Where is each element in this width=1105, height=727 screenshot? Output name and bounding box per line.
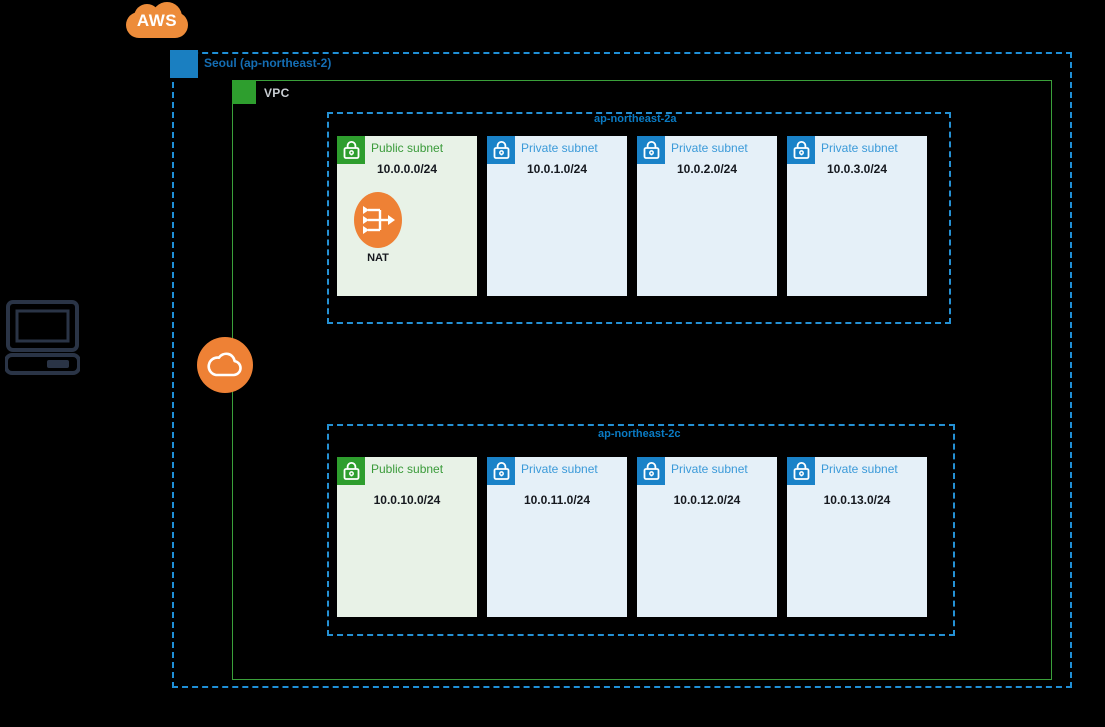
subnet-title: Private subnet — [821, 462, 898, 476]
region-label: Seoul (ap-northeast-2) — [204, 56, 332, 70]
availability-zone-ap-northeast-2a — [327, 112, 951, 324]
subnet-cidr: 10.0.0.0/24 — [376, 162, 438, 176]
subnet-private-10-0-2-0-24[interactable]: Private subnet 10.0.2.0/24 — [637, 136, 777, 296]
subnet-title: Public subnet — [371, 141, 444, 155]
lock-icon — [637, 457, 665, 485]
subnet-cidr: 10.0.3.0/24 — [826, 162, 888, 176]
subnet-private-10-0-13-0-24[interactable]: Private subnet 10.0.13.0/24 — [787, 457, 927, 617]
subnet-cidr: 10.0.2.0/24 — [676, 162, 738, 176]
vpc-label: VPC — [264, 86, 290, 100]
subnet-title: Private subnet — [521, 141, 598, 155]
nat-gateway[interactable]: NAT — [349, 192, 407, 264]
lock-icon — [337, 136, 365, 164]
aws-logo-text: AWS — [136, 11, 178, 30]
lock-icon — [637, 136, 665, 164]
lock-icon — [787, 136, 815, 164]
availability-zone-ap-northeast-2c — [327, 424, 955, 636]
lock-icon — [487, 457, 515, 485]
subnet-title: Public subnet — [371, 462, 444, 476]
subnet-cidr: 10.0.1.0/24 — [526, 162, 588, 176]
subnet-private-10-0-3-0-24[interactable]: Private subnet 10.0.3.0/24 — [787, 136, 927, 296]
subnet-cidr: 10.0.12.0/24 — [673, 493, 741, 507]
subnet-cidr: 10.0.13.0/24 — [823, 493, 891, 507]
lock-icon — [787, 457, 815, 485]
nat-gateway-icon — [354, 192, 402, 248]
subnet-title: Private subnet — [671, 462, 748, 476]
subnet-private-10-0-1-0-24[interactable]: Private subnet 10.0.1.0/24 — [487, 136, 627, 296]
aws-logo-cloud-body — [126, 12, 188, 38]
aws-cloud-logo: AWS — [126, 2, 188, 44]
availability-zone-label: ap-northeast-2a — [594, 113, 677, 125]
subnet-title: Private subnet — [821, 141, 898, 155]
computer-client-icon — [4, 299, 81, 377]
region-boundary — [172, 52, 1072, 688]
internet-gateway-cloud-icon — [197, 337, 253, 393]
lock-icon — [337, 457, 365, 485]
subnet-public-10-0-0-0-24[interactable]: Public subnet 10.0.0.0/24 NAT — [337, 136, 477, 296]
subnet-title: Private subnet — [671, 141, 748, 155]
subnet-cidr: 10.0.10.0/24 — [373, 493, 441, 507]
subnet-cidr: 10.0.11.0/24 — [523, 493, 591, 507]
subnet-private-10-0-12-0-24[interactable]: Private subnet 10.0.12.0/24 — [637, 457, 777, 617]
nat-gateway-label: NAT — [367, 252, 389, 264]
lock-icon — [487, 136, 515, 164]
subnet-private-10-0-11-0-24[interactable]: Private subnet 10.0.11.0/24 — [487, 457, 627, 617]
availability-zone-label: ap-northeast-2c — [598, 428, 681, 440]
vpc-badge-icon — [232, 80, 256, 104]
region-badge-icon — [170, 50, 198, 78]
subnet-public-10-0-10-0-24[interactable]: Public subnet 10.0.10.0/24 — [337, 457, 477, 617]
subnet-title: Private subnet — [521, 462, 598, 476]
